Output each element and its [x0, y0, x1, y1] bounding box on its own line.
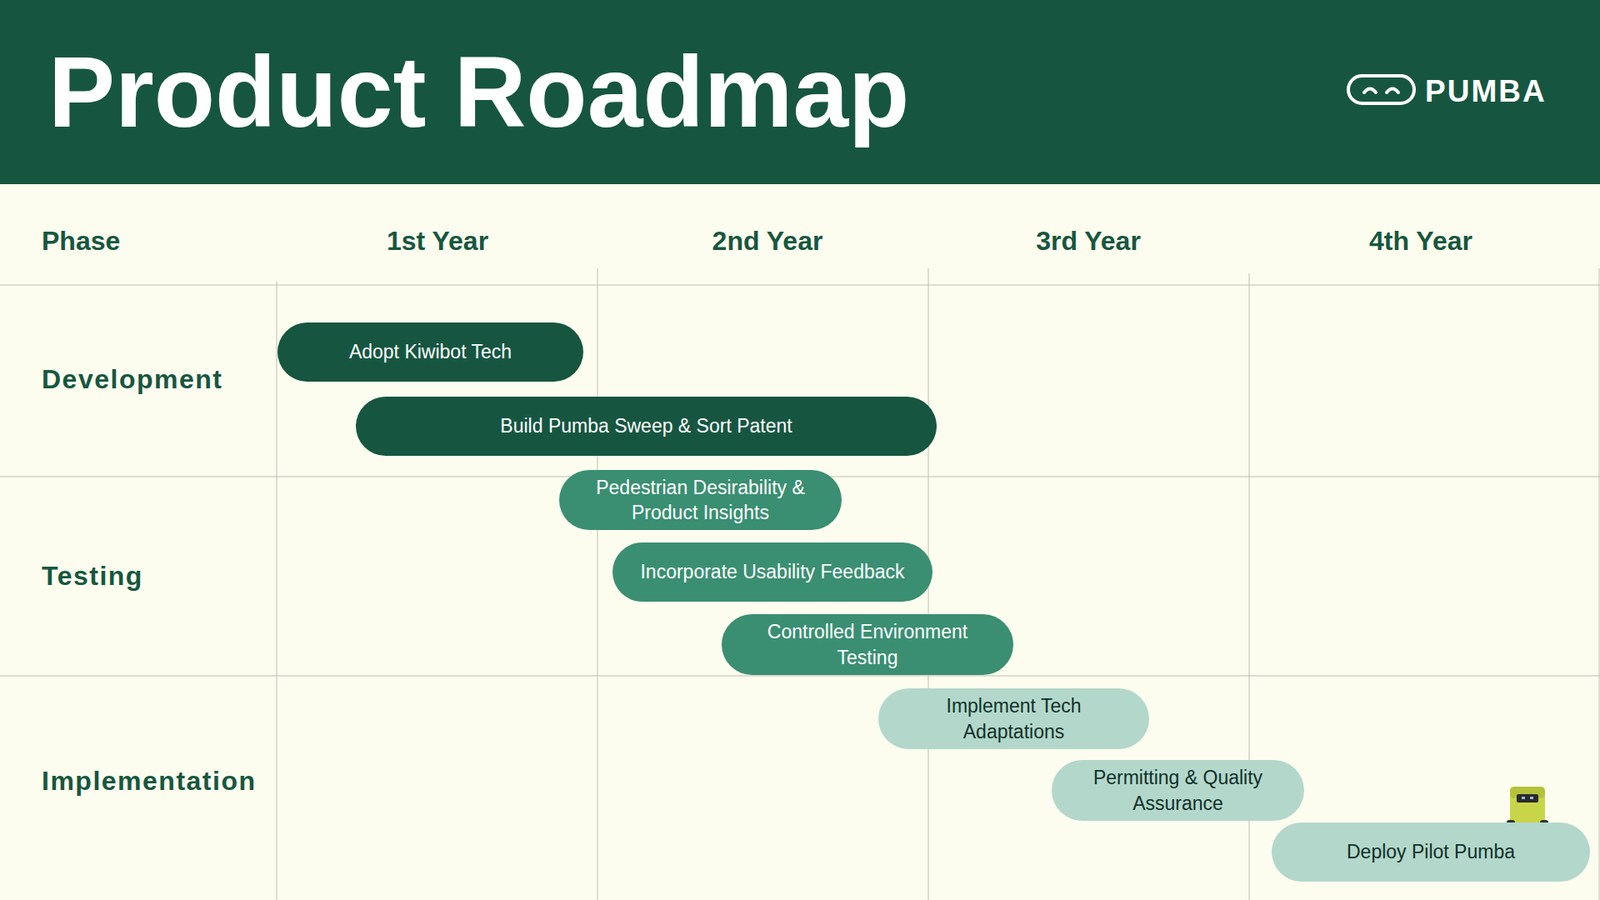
column-header: Phase	[41, 225, 120, 257]
phase-label: Implementation	[41, 765, 256, 797]
timeline-bar: Permitting & Quality Assurance	[1051, 760, 1305, 821]
timeline-bar: Incorporate Usability Feedback	[612, 542, 933, 602]
page-title: Product Roadmap	[48, 36, 910, 147]
logo-text: PUMBA	[1425, 73, 1547, 110]
timeline-bar: Deploy Pilot Pumba	[1271, 822, 1590, 882]
column-header: 1st Year	[386, 225, 489, 257]
column-header: 2nd Year	[712, 225, 824, 257]
phase-label: Development	[41, 363, 223, 395]
column-header: 3rd Year	[1035, 225, 1141, 257]
grid-lines	[0, 268, 1600, 900]
timeline-bar: Controlled Environment Testing	[721, 614, 1014, 675]
bar-label: Deploy Pilot Pumba	[1346, 839, 1515, 865]
phase-label: Testing	[41, 560, 144, 592]
timeline-bar: Adopt Kiwibot Tech	[277, 322, 584, 382]
bar-label: Adopt Kiwibot Tech	[349, 339, 512, 365]
logo-icon	[1348, 75, 1415, 104]
bar-label: Pedestrian Desirability & Product Insigh…	[577, 475, 824, 526]
bar-label: Permitting & Quality Assurance	[1070, 765, 1286, 816]
timeline-bar: Implement Tech Adaptations	[878, 688, 1150, 750]
bar-label: Implement Tech Adaptations	[896, 693, 1131, 745]
bar-label: Controlled Environment Testing	[740, 619, 995, 670]
timeline-bar: Build Pumba Sweep & Sort Patent	[355, 396, 937, 456]
bar-label: Build Pumba Sweep & Sort Patent	[500, 413, 792, 439]
timeline-bar: Pedestrian Desirability & Product Insigh…	[559, 470, 842, 531]
bar-label: Incorporate Usability Feedback	[640, 559, 905, 585]
header-band	[0, 0, 1600, 185]
column-header: 4th Year	[1369, 225, 1473, 257]
